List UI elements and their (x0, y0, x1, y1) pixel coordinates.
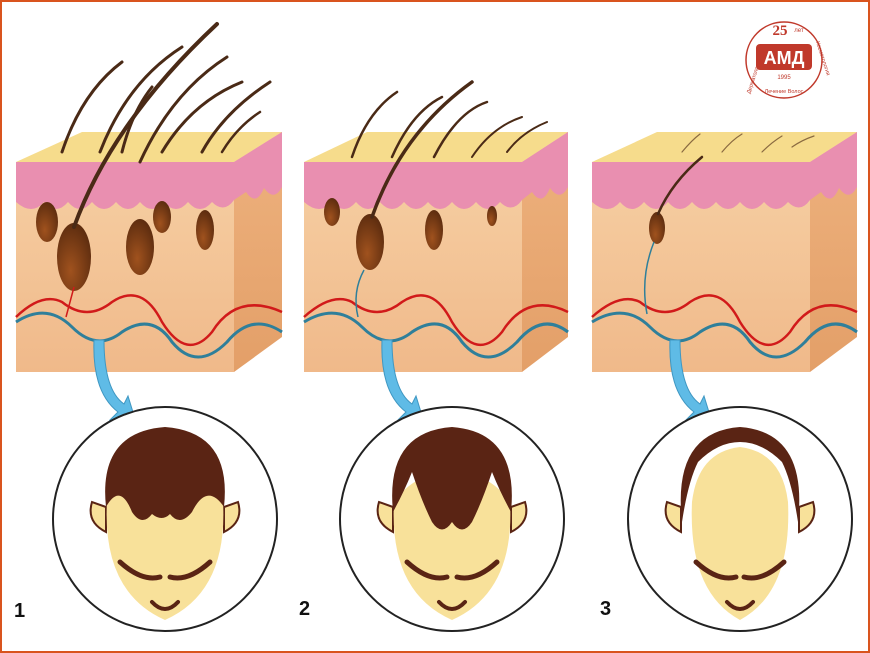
artery (591, 294, 858, 347)
eyebrow (167, 559, 213, 581)
hair-follicle (649, 212, 665, 244)
hair-follicle (196, 210, 214, 250)
eyebrow (693, 559, 739, 581)
ear (510, 500, 528, 534)
logo-brand: АМД (764, 48, 805, 68)
head-stage-2 (339, 406, 565, 632)
capillary (65, 286, 75, 318)
stage-label-2: 2 (299, 598, 311, 620)
stage-label-3: 3 (600, 598, 612, 620)
logo-founded: 1995 (777, 75, 791, 81)
epidermis-layer (592, 132, 857, 209)
epidermis-layer (16, 132, 282, 209)
hair-follicle (153, 201, 171, 233)
ear (223, 500, 241, 534)
logo-ring (745, 21, 823, 99)
capillary (643, 241, 655, 315)
scalp-surface (592, 132, 857, 162)
face-skin (393, 472, 511, 620)
hair-mass (392, 427, 512, 530)
logo-ring-right: Косметология (814, 41, 831, 77)
vein (303, 311, 569, 359)
hair-strands (60, 22, 272, 229)
ear (376, 500, 394, 534)
ear (664, 500, 682, 534)
artery (303, 294, 569, 347)
eyebrow (404, 559, 450, 581)
nose (437, 600, 467, 611)
hair-mass (680, 427, 800, 522)
vein (15, 311, 283, 359)
eyebrow (454, 559, 500, 581)
head-stage-3 (627, 406, 853, 632)
hair-strands (656, 133, 815, 216)
hair-follicle (36, 202, 58, 242)
ear (798, 500, 816, 534)
logo-ring-bottom: Лечение Волос (765, 89, 804, 95)
eyebrow (117, 559, 163, 581)
logo-years-suffix: лет (794, 28, 804, 34)
vein (591, 311, 858, 359)
eyebrow (741, 559, 787, 581)
logo-years: 25 (773, 23, 788, 39)
hair-strands (350, 80, 548, 219)
artery (15, 294, 283, 347)
skin-block-stage-1 (15, 22, 283, 372)
hair-follicle (324, 198, 340, 226)
hair-follicle (356, 214, 384, 270)
stage-label-1: 1 (14, 600, 26, 622)
amd-logo: АМД 25 лет 1995 Лечение Волос Дерматолог… (745, 21, 831, 99)
capillary (355, 269, 365, 318)
ear (89, 500, 107, 534)
skin-block-stage-3 (591, 132, 858, 372)
nose (725, 600, 755, 611)
logo-plate (756, 44, 812, 70)
hair-mass (105, 427, 225, 521)
hair-follicle (425, 210, 443, 250)
hair-follicle (57, 223, 91, 291)
head-stage-1 (52, 406, 278, 632)
nose (150, 600, 180, 611)
hair-follicle (126, 219, 154, 275)
skin-block-stage-2 (303, 80, 569, 372)
epidermis-layer (304, 132, 568, 209)
hair-follicle (487, 206, 497, 226)
scalp-surface (304, 132, 568, 162)
